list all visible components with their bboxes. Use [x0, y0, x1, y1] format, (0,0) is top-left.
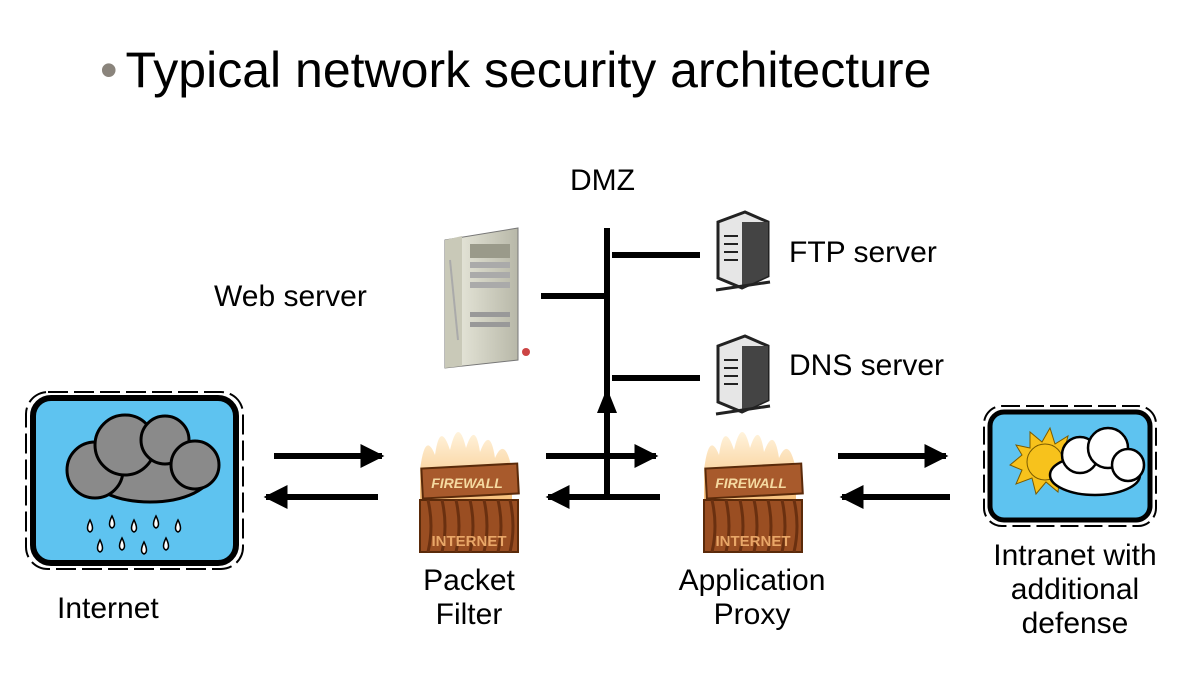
ftp-server-icon	[715, 210, 771, 292]
bullet-icon: •	[100, 42, 118, 98]
intranet-label: Intranet with additional defense	[993, 539, 1157, 640]
dns-server-icon	[715, 334, 771, 416]
internet-label: Internet	[57, 592, 159, 625]
title-text: Typical network security architecture	[125, 42, 932, 98]
slide-title: •Typical network security architecture	[100, 40, 931, 100]
application-proxy-label: Application Proxy	[678, 564, 826, 631]
web-server-icon	[444, 227, 530, 369]
packet-filter-firewall-icon: FIREWALL INTERNET	[419, 431, 520, 553]
dns-server-label: DNS server	[789, 349, 945, 382]
application-proxy-firewall-icon: FIREWALL INTERNET	[703, 431, 804, 553]
firewall-sign-top: FIREWALL	[715, 475, 787, 491]
flow-arrows	[263, 444, 950, 509]
ftp-server-label: FTP server	[789, 236, 937, 269]
dmz-network	[541, 228, 700, 497]
dmz-label: DMZ	[570, 164, 635, 197]
intranet-sun-icon	[983, 405, 1157, 527]
firewall-sign-bottom: INTERNET	[716, 533, 791, 550]
web-server-label: Web server	[214, 280, 367, 313]
firewall-sign-top: FIREWALL	[431, 475, 503, 491]
dmz-up-arrow-icon	[597, 388, 617, 413]
firewall-sign-bottom: INTERNET	[432, 533, 507, 550]
internet-cloud-icon	[25, 391, 244, 570]
packet-filter-label: Packet Filter	[423, 564, 515, 631]
